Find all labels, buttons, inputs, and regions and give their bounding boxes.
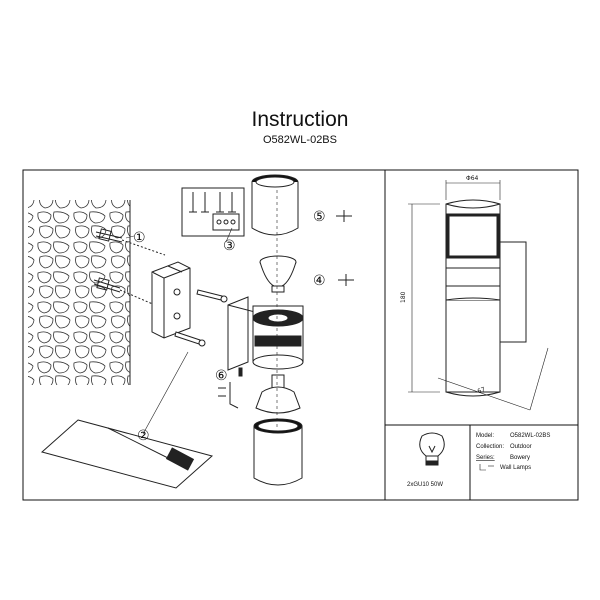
wiring-terminal — [181, 187, 245, 237]
shade-screw-icons — [336, 210, 354, 286]
dimension-lines — [408, 180, 549, 411]
upper-bulb — [259, 255, 297, 293]
spec-series-value: Bowery — [510, 455, 530, 461]
screwdriver — [40, 419, 214, 489]
bulb-icon — [419, 432, 445, 466]
mounting-bracket — [151, 261, 191, 339]
upper-shade — [251, 174, 299, 236]
lamp-mini-icon — [479, 464, 494, 471]
hex-key — [218, 367, 243, 409]
dim-height: 180 — [400, 291, 407, 303]
step-5-label: ⑤ — [313, 209, 326, 225]
dim-depth: 67 — [477, 386, 487, 395]
lower-bulb — [255, 374, 301, 414]
spec-collection-label: Collection: — [476, 444, 504, 450]
leader-lines — [125, 227, 233, 435]
stone-wall — [28, 200, 131, 385]
dim-diameter: Φ64 — [466, 175, 479, 182]
model-number: O582WL-02BS — [263, 134, 337, 146]
lamp-housing — [227, 296, 304, 371]
step-1-label: ① — [133, 230, 146, 246]
spec-type-value: Wall Lamps — [500, 465, 531, 471]
step-3-label: ③ — [223, 238, 236, 254]
step-4-label: ④ — [313, 273, 326, 289]
outer-frame — [22, 169, 579, 501]
spec-collection-value: Outdoor — [510, 444, 532, 450]
spec-model-label: Model: — [476, 433, 494, 439]
dimension-drawing — [445, 199, 527, 397]
bracket-screws — [174, 289, 228, 347]
step-2-label: ② — [137, 428, 150, 444]
page-title: Instruction — [251, 108, 349, 131]
lower-shade — [253, 418, 303, 486]
spec-series-label: Series: — [476, 455, 495, 461]
wall-anchors — [93, 228, 166, 306]
bulb-spec: 2xGU10 50W — [407, 482, 443, 488]
spec-model-value: O582WL-02BS — [510, 433, 550, 439]
step-6-label: ⑥ — [215, 368, 228, 384]
